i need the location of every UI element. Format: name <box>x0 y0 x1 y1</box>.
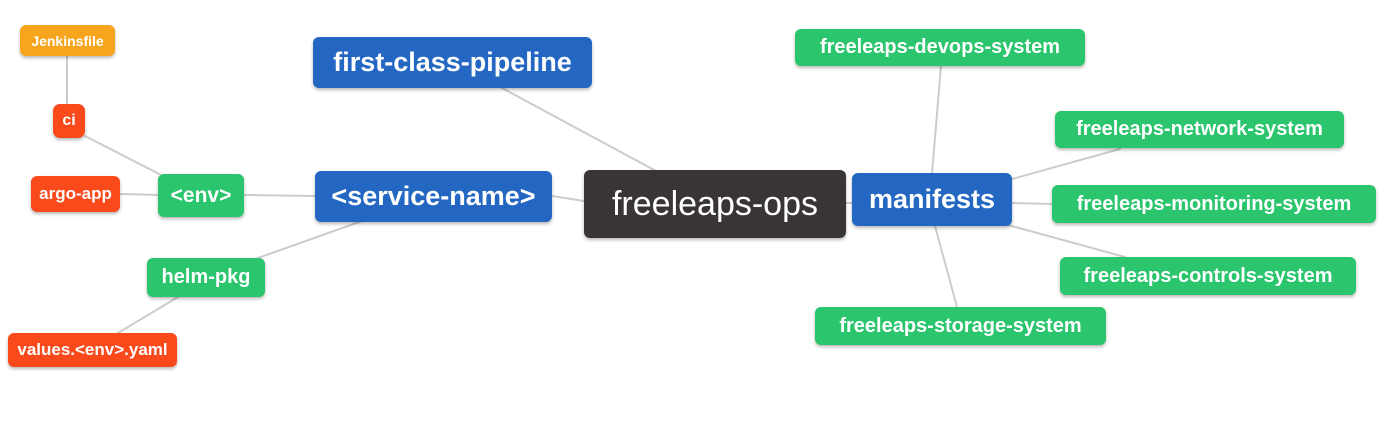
node-env[interactable]: <env> <box>158 174 244 217</box>
edge-values-helm-pkg <box>117 296 179 334</box>
edge-service-name-freeleaps-ops <box>551 195 585 202</box>
node-freeleaps-ops-root[interactable]: freeleaps-ops <box>584 170 846 238</box>
node-helm-pkg[interactable]: helm-pkg <box>147 258 265 297</box>
edge-manifests-monitoring-system <box>1011 202 1053 205</box>
edge-manifests-storage-system <box>934 225 958 308</box>
edge-manifests-devops-system <box>931 65 942 174</box>
node-jenkinsfile[interactable]: Jenkinsfile <box>20 25 115 56</box>
edge-ci-env <box>84 135 164 177</box>
node-freeleaps-storage-system[interactable]: freeleaps-storage-system <box>815 307 1106 345</box>
edge-manifests-controls-system <box>1007 224 1126 258</box>
edge-argo-app-env <box>119 193 159 196</box>
node-freeleaps-devops-system[interactable]: freeleaps-devops-system <box>795 29 1085 66</box>
node-ci[interactable]: ci <box>53 104 85 138</box>
node-freeleaps-monitoring-system[interactable]: freeleaps-monitoring-system <box>1052 185 1376 223</box>
edge-first-class-pipeline-freeleaps-ops <box>501 87 657 172</box>
edge-env-service-name <box>243 194 316 197</box>
edge-helm-pkg-service-name <box>257 220 363 259</box>
node-manifests[interactable]: manifests <box>852 173 1012 226</box>
node-values-env-yaml[interactable]: values.<env>.yaml <box>8 333 177 367</box>
node-first-class-pipeline[interactable]: first-class-pipeline <box>313 37 592 88</box>
edge-manifests-network-system <box>1011 148 1121 180</box>
node-argo-app[interactable]: argo-app <box>31 176 120 212</box>
node-freeleaps-controls-system[interactable]: freeleaps-controls-system <box>1060 257 1356 295</box>
node-service-name[interactable]: <service-name> <box>315 171 552 222</box>
node-freeleaps-network-system[interactable]: freeleaps-network-system <box>1055 111 1344 148</box>
